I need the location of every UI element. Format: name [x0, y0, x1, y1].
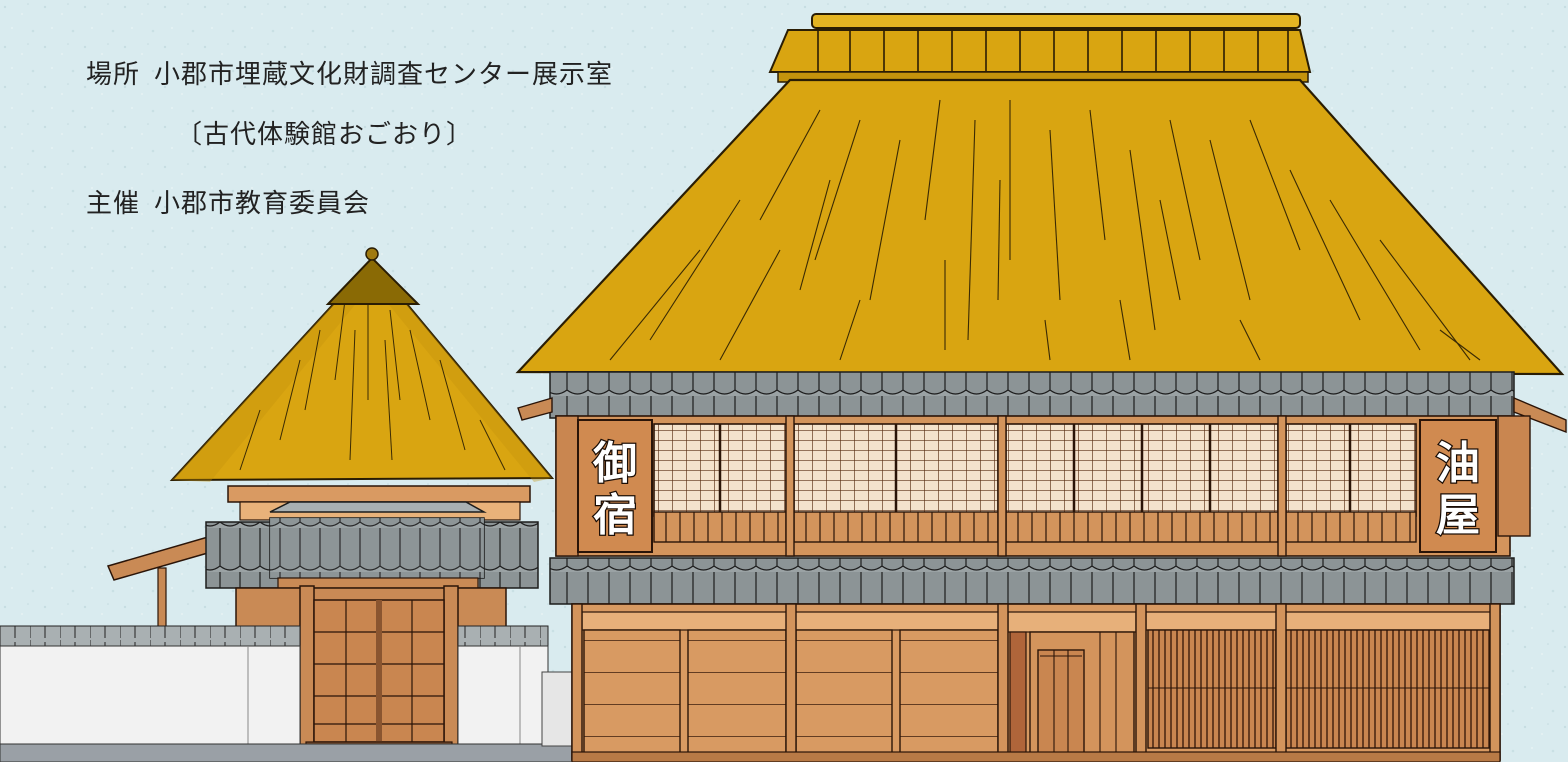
venue-label: 場所	[86, 60, 141, 90]
lattice-windows	[1145, 611, 1497, 749]
upper-tile-eave	[549, 371, 1515, 419]
venue-line: 場所小郡市埋蔵文化財調査センター展示室	[86, 54, 613, 91]
sign-right-char-2: 屋	[1436, 490, 1480, 541]
ridge-box	[768, 13, 1312, 83]
entrance	[1007, 611, 1137, 755]
organizer-label: 主催	[86, 189, 141, 219]
sign-right-char-1: 油	[1436, 438, 1480, 489]
shutters	[583, 629, 999, 755]
venue-subtitle: 〔古代体験館おごおり〕	[176, 120, 474, 150]
main-thatch-roof	[515, 78, 1565, 376]
signboard-right: 油 屋	[1419, 419, 1497, 553]
organizer-line: 主催小郡市教育委員会	[86, 183, 370, 220]
lower-tile-eave	[549, 557, 1515, 605]
main-inn: 御 宿 油 屋	[515, 13, 1567, 762]
sign-left-char-1: 御	[592, 438, 637, 489]
organizer-name: 小郡市教育委員会	[154, 189, 371, 219]
sign-left-char-2: 宿	[593, 490, 637, 541]
gate-thatch-roof	[169, 260, 555, 482]
plaster-wall	[0, 625, 581, 762]
gate-house	[106, 247, 555, 753]
signboard-left: 御 宿	[577, 419, 653, 553]
shoji-windows	[653, 415, 1417, 557]
venue-name: 小郡市埋蔵文化財調査センター展示室	[154, 60, 614, 90]
